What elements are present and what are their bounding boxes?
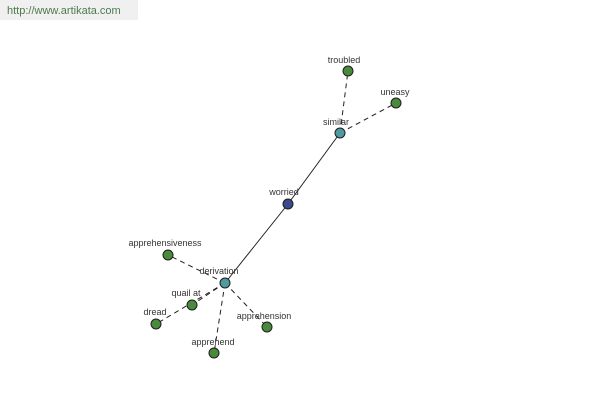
node-apprehension[interactable] <box>261 321 273 333</box>
edge-derivation-apprehensiveness <box>167 254 226 284</box>
node-troubled[interactable] <box>342 65 354 77</box>
node-quail-at[interactable] <box>186 299 198 311</box>
edge-worried-derivation <box>224 203 289 284</box>
edge-similar-troubled <box>339 70 349 134</box>
node-derivation[interactable] <box>219 277 231 289</box>
edge-similar-uneasy <box>339 102 397 134</box>
watermark-url: http://www.artikata.com <box>7 5 121 17</box>
node-label-apprehension[interactable]: apprehension <box>237 311 292 321</box>
watermark-box: http://www.artikata.com <box>0 0 138 20</box>
edge-derivation-apprehension <box>224 282 268 328</box>
edge-worried-similar <box>287 132 341 205</box>
node-label-derivation[interactable]: derivation <box>199 266 238 276</box>
edge-derivation-quail_at <box>191 282 226 306</box>
node-apprehensiveness[interactable] <box>162 249 174 261</box>
node-apprehend[interactable] <box>208 347 220 359</box>
node-label-apprehensiveness[interactable]: apprehensiveness <box>128 238 202 248</box>
node-label-apprehend[interactable]: apprehend <box>191 337 234 347</box>
nodes-layer <box>150 65 402 359</box>
node-label-uneasy[interactable]: uneasy <box>380 87 410 97</box>
labels-layer: worried similar derivation troubled uneasy ap… <box>128 55 410 347</box>
node-uneasy[interactable] <box>390 97 402 109</box>
edge-derivation-apprehend <box>213 282 226 354</box>
node-label-worried[interactable]: worried <box>268 187 299 197</box>
node-label-troubled[interactable]: troubled <box>328 55 361 65</box>
edges-layer <box>155 70 397 354</box>
node-label-quail-at[interactable]: quail at <box>171 288 201 298</box>
node-worried[interactable] <box>282 198 294 210</box>
node-label-dread[interactable]: dread <box>143 307 166 317</box>
node-label-similar[interactable]: similar <box>323 117 349 127</box>
node-dread[interactable] <box>150 318 162 330</box>
node-similar[interactable] <box>334 127 346 139</box>
